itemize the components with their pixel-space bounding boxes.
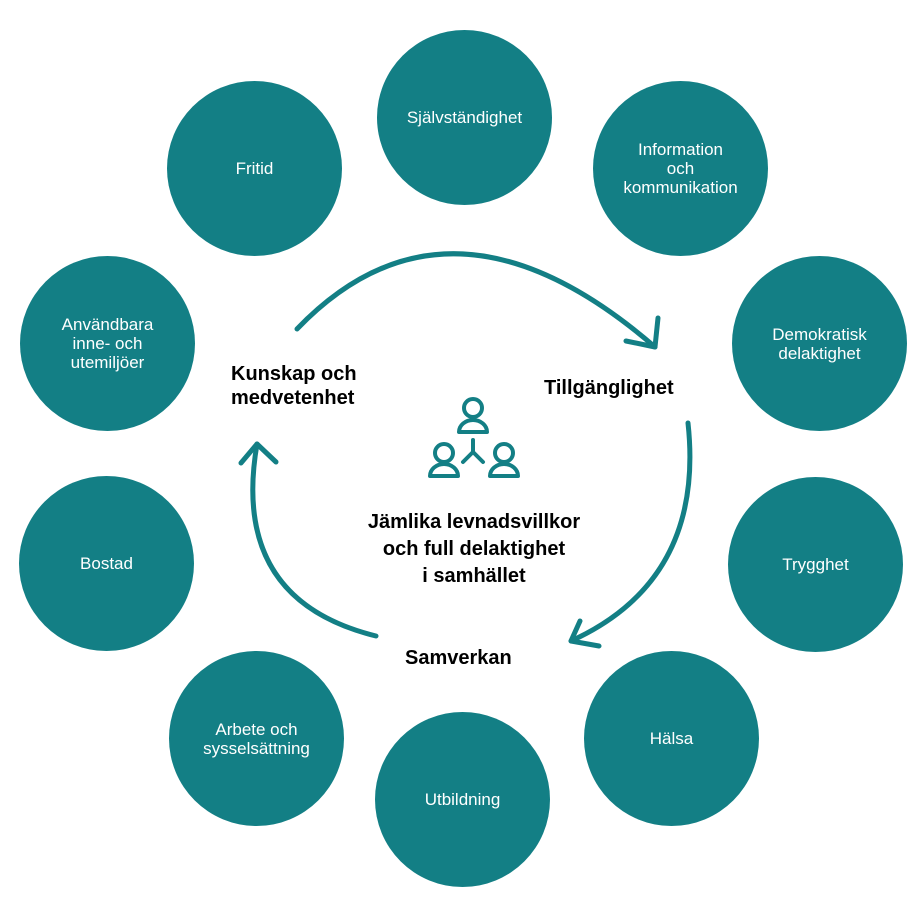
- circle-label: Trygghet: [782, 555, 849, 574]
- arrow-right: [568, 420, 693, 644]
- circle-sjalvstandighet: Självständighet: [377, 30, 552, 205]
- circle-label: Fritid: [235, 159, 274, 178]
- circle-information: Information och kommunikation: [593, 81, 768, 256]
- circle-label: Hälsa: [649, 729, 694, 748]
- people-network-icon: [428, 397, 520, 478]
- label-tillganglighet: Tillgänglighet: [544, 377, 674, 399]
- circle-label: Bostad: [80, 554, 133, 573]
- label-kunskap: Kunskap och medvetenhet: [231, 363, 357, 409]
- circle-halsa: Hälsa: [584, 651, 759, 826]
- circle-arbete: Arbete och sysselsättning: [169, 651, 344, 826]
- circle-fritid: Fritid: [167, 81, 342, 256]
- circle-bostad: Bostad: [19, 476, 194, 651]
- circle-label: Utbildning: [424, 790, 501, 809]
- circle-label: Användbara inne- och utemiljöer: [61, 315, 154, 372]
- arrow-left: [250, 441, 379, 639]
- circle-label: Demokratisk delaktighet: [772, 324, 867, 363]
- circle-label: Arbete och sysselsättning: [203, 719, 310, 758]
- arrowhead-top: [623, 315, 661, 350]
- circle-label: Information och kommunikation: [623, 140, 738, 197]
- arrowhead-right: [568, 618, 602, 649]
- center-title: Jämlika levnadsvillkor och full delaktig…: [367, 511, 581, 587]
- label-samverkan: Samverkan: [405, 647, 512, 669]
- circle-trygghet: Trygghet: [728, 477, 903, 652]
- arrow-top: [294, 251, 658, 350]
- circle-demokratisk: Demokratisk delaktighet: [732, 256, 907, 431]
- circle-anvandbara: Användbara inne- och utemiljöer: [20, 256, 195, 431]
- circle-utbildning: Utbildning: [375, 712, 550, 887]
- arrowhead-left: [238, 441, 279, 466]
- circle-label: Självständighet: [406, 108, 523, 127]
